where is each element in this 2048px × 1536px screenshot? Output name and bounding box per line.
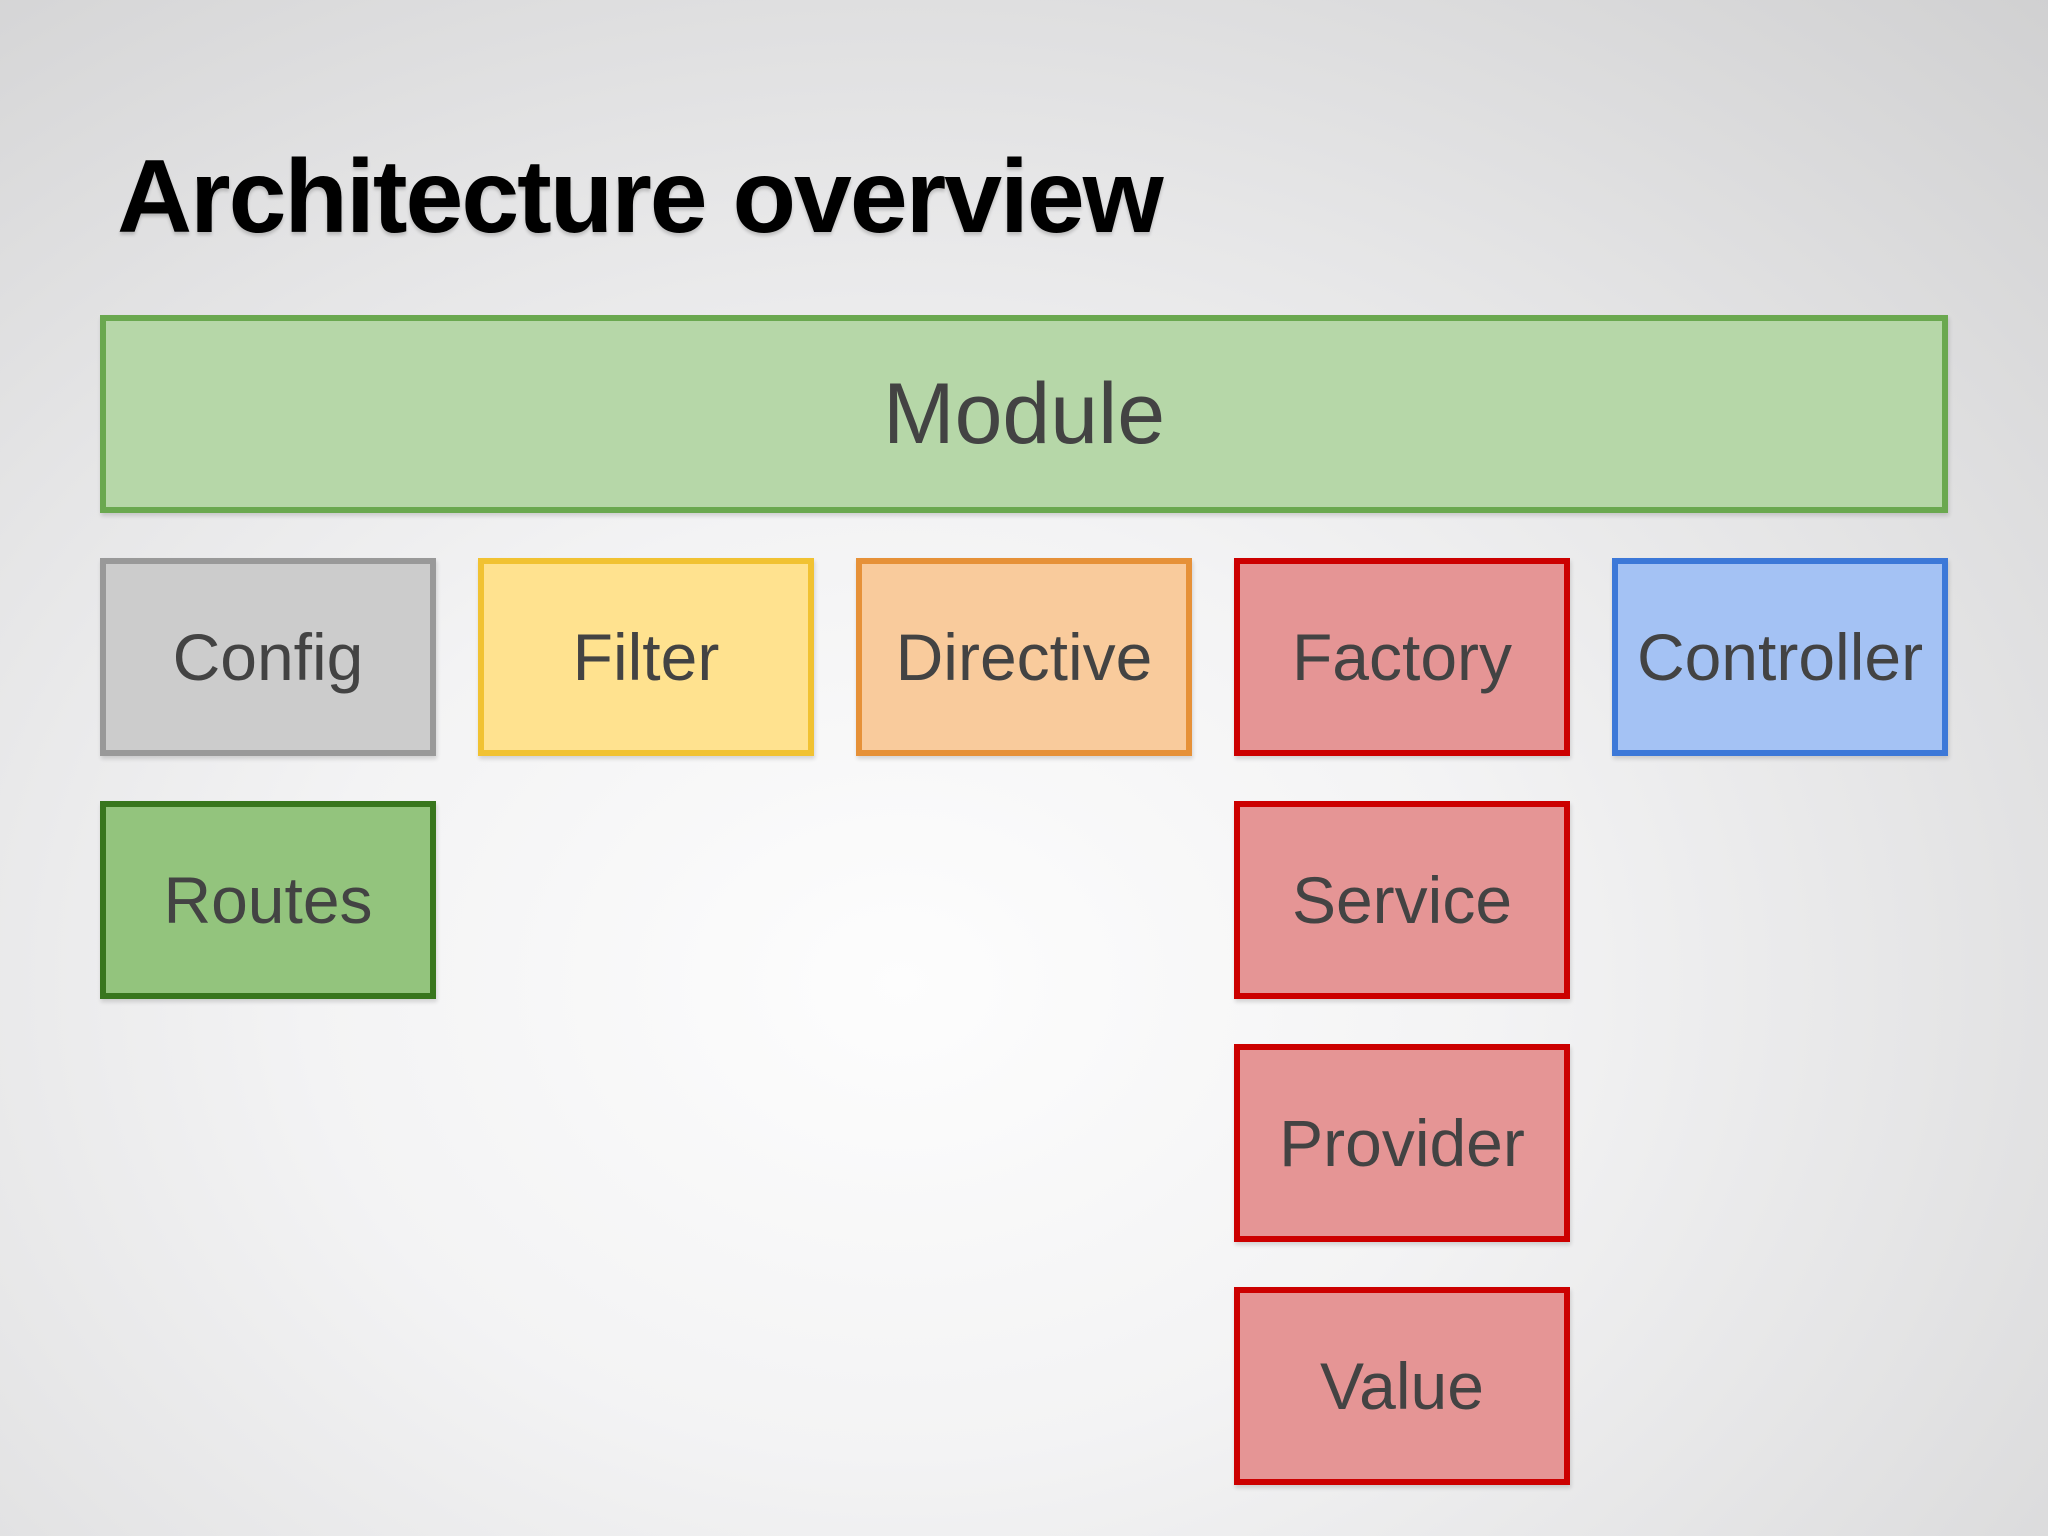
architecture-diagram: Module Config Filter Directive Factory C…: [100, 315, 1948, 1485]
factory-box: Factory: [1234, 558, 1570, 756]
value-label: Value: [1320, 1349, 1484, 1423]
provider-box: Provider: [1234, 1044, 1570, 1242]
directive-label: Directive: [895, 620, 1153, 694]
service-box: Service: [1234, 801, 1570, 999]
filter-box: Filter: [478, 558, 814, 756]
service-label: Service: [1291, 863, 1513, 937]
slide-title: Architecture overview: [117, 139, 1164, 255]
controller-label: Controller: [1636, 620, 1924, 694]
controller-box: Controller: [1612, 558, 1948, 756]
config-box: Config: [100, 558, 436, 756]
provider-label: Provider: [1279, 1106, 1525, 1180]
module-box: Module: [100, 315, 1948, 513]
routes-label: Routes: [163, 863, 373, 937]
routes-box: Routes: [100, 801, 436, 999]
value-box: Value: [1234, 1287, 1570, 1485]
filter-label: Filter: [572, 620, 720, 694]
directive-box: Directive: [856, 558, 1192, 756]
config-label: Config: [172, 620, 364, 694]
module-label: Module: [882, 365, 1166, 462]
factory-label: Factory: [1291, 620, 1513, 694]
